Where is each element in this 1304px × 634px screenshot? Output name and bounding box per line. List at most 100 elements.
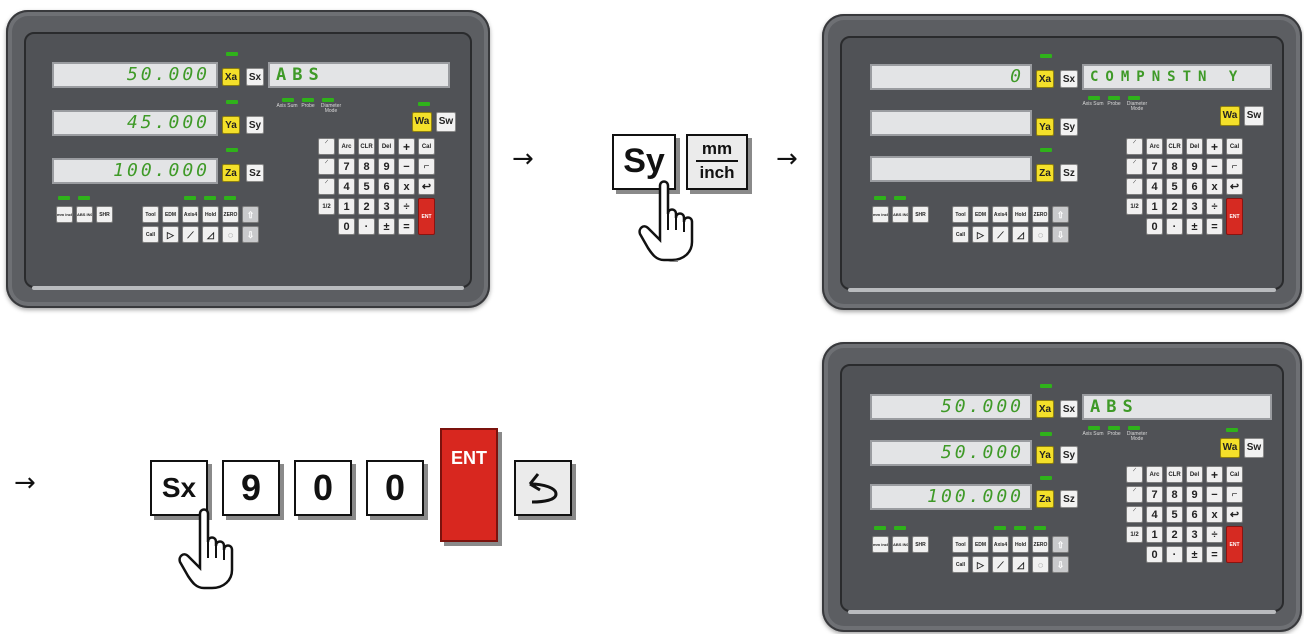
ent-key[interactable]: ENT [1226, 526, 1243, 563]
axis4-key[interactable]: Axis4 [992, 206, 1009, 223]
za-key[interactable]: Za [1036, 490, 1054, 508]
down-arrow-key[interactable]: ⇩ [1052, 226, 1069, 243]
plusminus-key[interactable]: ± [1186, 218, 1203, 235]
line-icon[interactable]: ⟋ [992, 226, 1009, 243]
clr-key[interactable]: CLR [1166, 138, 1183, 155]
tool-key[interactable]: Tool [142, 206, 159, 223]
tool-key[interactable]: Tool [952, 536, 969, 553]
clr-key[interactable]: CLR [1166, 466, 1183, 483]
digit-8-key[interactable]: 8 [358, 158, 375, 175]
hold-key[interactable]: Hold [202, 206, 219, 223]
undo-icon[interactable]: ↩ [1226, 178, 1243, 195]
up-arrow-key[interactable]: ⇧ [242, 206, 259, 223]
polar-key[interactable]: ⟋ [1126, 486, 1143, 503]
del-key[interactable]: Del [378, 138, 395, 155]
slope-icon[interactable]: ◿ [1012, 226, 1029, 243]
edm-key[interactable]: EDM [972, 206, 989, 223]
arc-key[interactable]: Arc [1146, 466, 1163, 483]
plus-key[interactable]: + [1206, 466, 1223, 483]
digit-5-key[interactable]: 5 [1166, 178, 1183, 195]
edm-key[interactable]: EDM [972, 536, 989, 553]
plus-key[interactable]: + [398, 138, 415, 155]
axis4-key[interactable]: Axis4 [992, 536, 1009, 553]
ya-key[interactable]: Ya [1036, 446, 1054, 464]
pocket-icon[interactable]: ▷ [972, 226, 989, 243]
za-key[interactable]: Za [222, 164, 240, 182]
digit-7-key[interactable]: 7 [338, 158, 355, 175]
undo-icon[interactable]: ↩ [1226, 506, 1243, 523]
step-icon[interactable]: ⌐ [1226, 486, 1243, 503]
call-key[interactable]: Call [142, 226, 159, 243]
digit-0-big-key[interactable]: 0 [294, 460, 352, 516]
digit-8-key[interactable]: 8 [1166, 158, 1183, 175]
equals-key[interactable]: = [398, 218, 415, 235]
xa-key[interactable]: Xa [1036, 70, 1054, 88]
digit-7-key[interactable]: 7 [1146, 158, 1163, 175]
minus-key[interactable]: − [398, 158, 415, 175]
hold-key[interactable]: Hold [1012, 206, 1029, 223]
digit-1-key[interactable]: 1 [338, 198, 355, 215]
fn-key[interactable]: ⟋ [1126, 506, 1143, 523]
zero-key[interactable]: ZERO [1032, 206, 1049, 223]
xa-key[interactable]: Xa [222, 68, 240, 86]
dot-key[interactable]: · [1166, 546, 1183, 563]
mm-inch-key[interactable]: mm inch [56, 206, 73, 223]
half-key[interactable]: 1/2 [1126, 198, 1143, 215]
ent-key[interactable]: ENT [418, 198, 435, 235]
equals-key[interactable]: = [1206, 218, 1223, 235]
za-key[interactable]: Za [1036, 164, 1054, 182]
slope-icon[interactable]: ◿ [202, 226, 219, 243]
digit-2-key[interactable]: 2 [1166, 198, 1183, 215]
digit-2-key[interactable]: 2 [358, 198, 375, 215]
sx-key[interactable]: Sx [1060, 400, 1078, 418]
multiply-key[interactable]: x [1206, 178, 1223, 195]
bolt-circle-icon[interactable]: ◌ [1032, 556, 1049, 573]
sw-key[interactable]: Sw [436, 112, 456, 132]
digit-6-key[interactable]: 6 [378, 178, 395, 195]
digit-9-key[interactable]: 9 [378, 158, 395, 175]
pocket-icon[interactable]: ▷ [972, 556, 989, 573]
sy-key[interactable]: Sy [1060, 118, 1078, 136]
abs-inc-key[interactable]: ABS INC [76, 206, 93, 223]
digit-1-key[interactable]: 1 [1146, 198, 1163, 215]
arc-key[interactable]: Arc [338, 138, 355, 155]
wa-key[interactable]: Wa [412, 112, 432, 132]
divide-key[interactable]: ÷ [1206, 198, 1223, 215]
ya-key[interactable]: Ya [222, 116, 240, 134]
hold-key[interactable]: Hold [1012, 536, 1029, 553]
ya-key[interactable]: Ya [1036, 118, 1054, 136]
digit-4-key[interactable]: 4 [338, 178, 355, 195]
line-icon[interactable]: ⟋ [992, 556, 1009, 573]
half-key[interactable]: 1/2 [318, 198, 335, 215]
step-icon[interactable]: ⌐ [1226, 158, 1243, 175]
sz-key[interactable]: Sz [1060, 164, 1078, 182]
minus-key[interactable]: − [1206, 486, 1223, 503]
coord-key[interactable]: ⟋ [1126, 466, 1143, 483]
down-arrow-key[interactable]: ⇩ [242, 226, 259, 243]
digit-4-key[interactable]: 4 [1146, 506, 1163, 523]
sx-big-key[interactable]: Sx [150, 460, 208, 516]
tool-key[interactable]: Tool [952, 206, 969, 223]
digit-0-key[interactable]: 0 [338, 218, 355, 235]
zero-key[interactable]: ZERO [222, 206, 239, 223]
plus-key[interactable]: + [1206, 138, 1223, 155]
mm-inch-big-key[interactable]: mm inch [686, 134, 748, 190]
abs-inc-key[interactable]: ABS INC [892, 206, 909, 223]
abs-inc-key[interactable]: ABS INC [892, 536, 909, 553]
digit-7-key[interactable]: 7 [1146, 486, 1163, 503]
edm-key[interactable]: EDM [162, 206, 179, 223]
shr-key[interactable]: SHR [96, 206, 113, 223]
divide-key[interactable]: ÷ [398, 198, 415, 215]
sx-key[interactable]: Sx [1060, 70, 1078, 88]
axis4-key[interactable]: Axis4 [182, 206, 199, 223]
digit-0-key[interactable]: 0 [1146, 546, 1163, 563]
sy-key[interactable]: Sy [246, 116, 264, 134]
digit-9-key[interactable]: 9 [1186, 158, 1203, 175]
equals-key[interactable]: = [1206, 546, 1223, 563]
divide-key[interactable]: ÷ [1206, 526, 1223, 543]
digit-6-key[interactable]: 6 [1186, 178, 1203, 195]
sz-key[interactable]: Sz [246, 164, 264, 182]
digit-9-key[interactable]: 9 [1186, 486, 1203, 503]
mm-inch-key[interactable]: mm inch [872, 206, 889, 223]
polar-key[interactable]: ⟋ [1126, 158, 1143, 175]
